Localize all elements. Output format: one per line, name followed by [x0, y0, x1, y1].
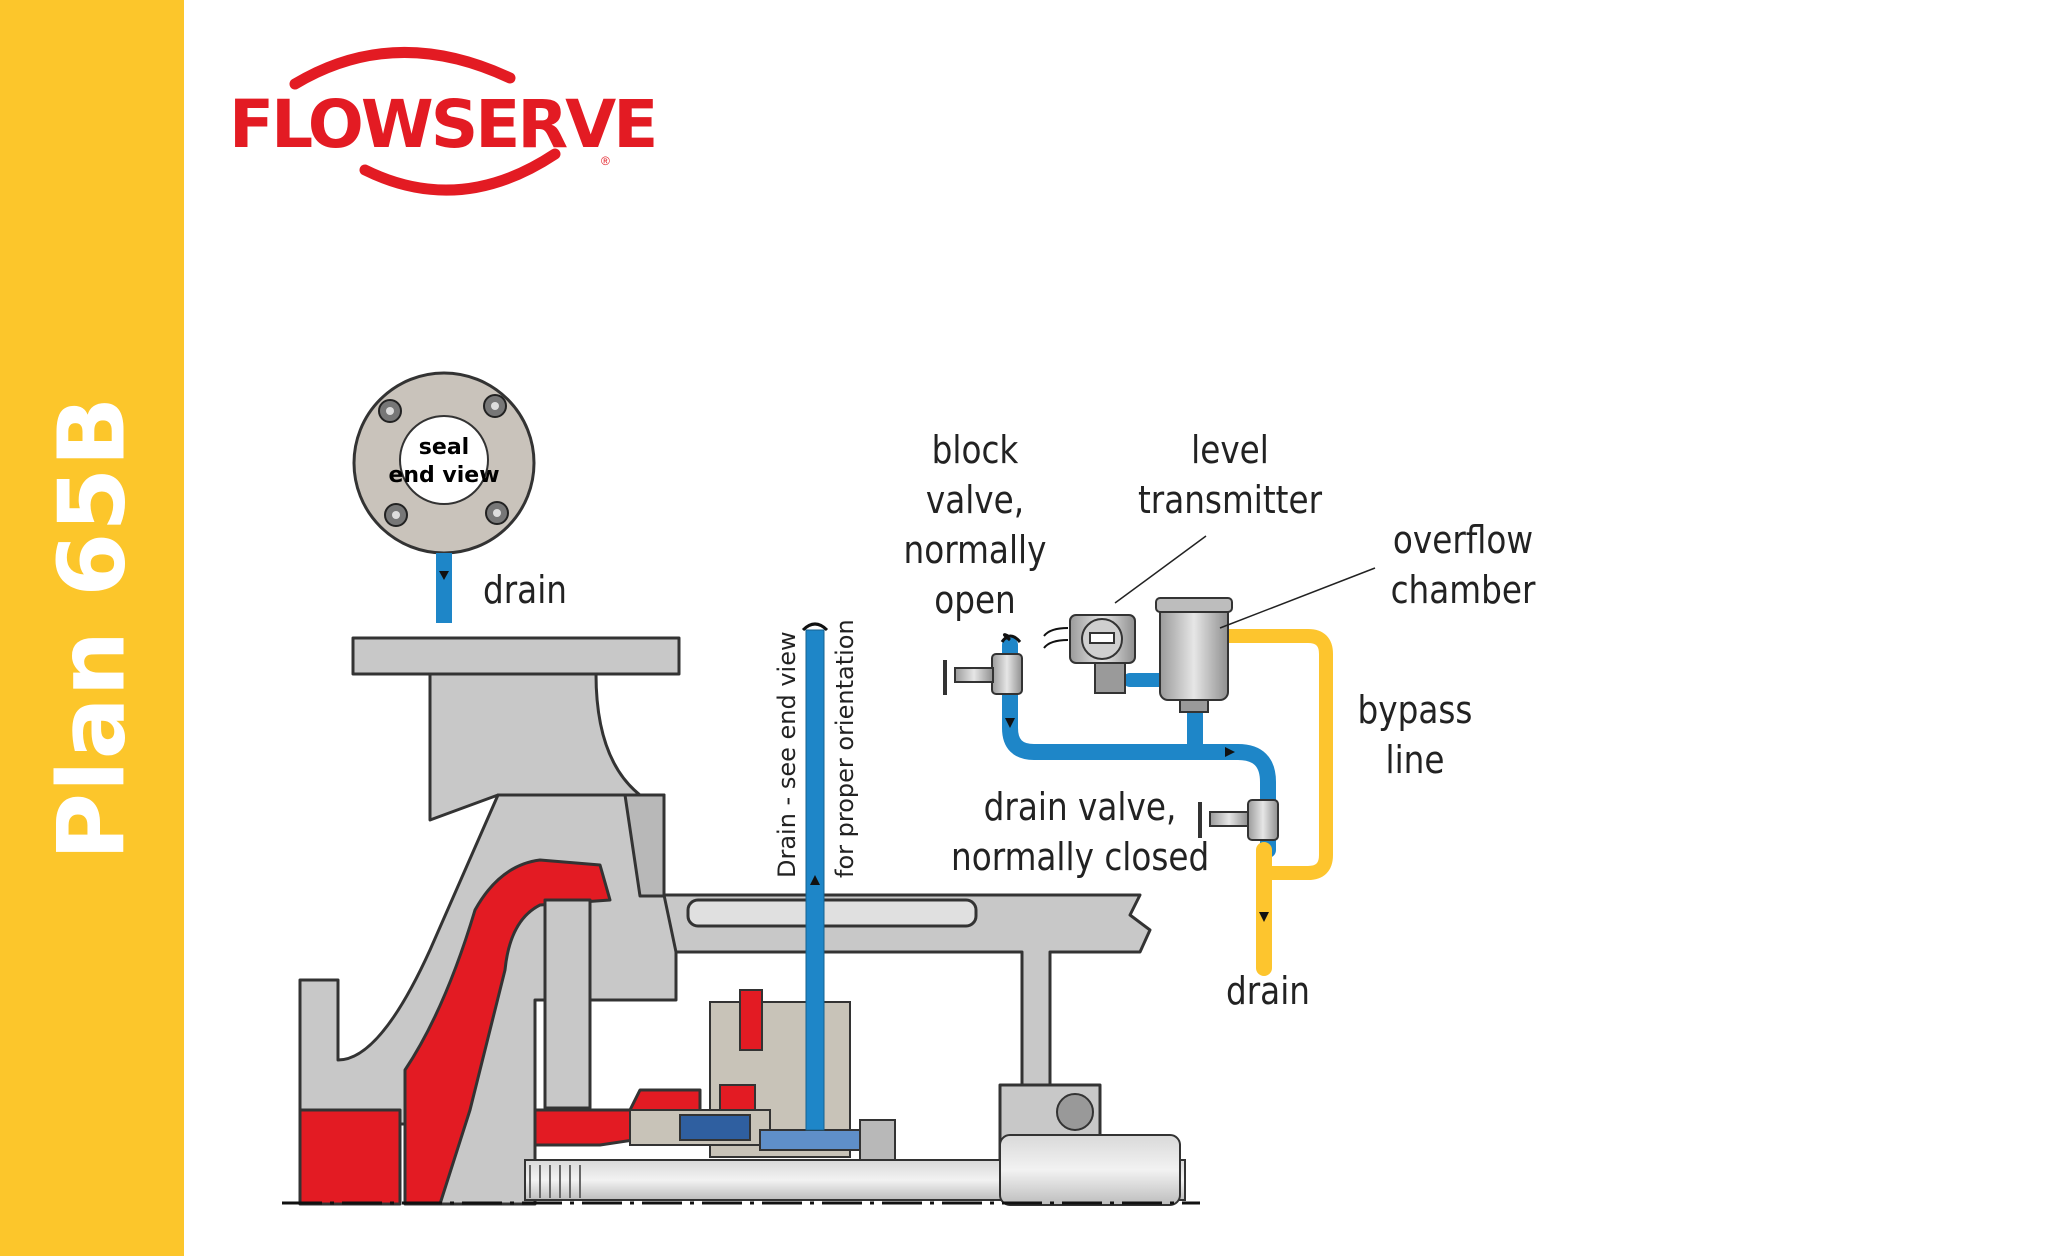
seal-gland: [629, 989, 896, 1161]
block-valve-label-2: valve,: [925, 478, 1025, 522]
overflow-chamber-label: overflow chamber: [1378, 515, 1548, 615]
drain-pipe-top: [436, 553, 452, 623]
drain-valve-label-1: drain valve,: [983, 785, 1177, 829]
block-valve-label-4: open: [934, 578, 1016, 622]
logo-text: FLOWSERVE: [229, 86, 658, 163]
block-valve: [943, 653, 1023, 695]
pipe-break-icon: [1000, 633, 1022, 644]
flow-arrow-icon: [439, 571, 449, 580]
sidebar-band: Plan 65B: [0, 0, 184, 1256]
logo-swoosh-icon: [289, 47, 561, 196]
level-transmitter: [1043, 614, 1136, 694]
drain-top-label: drain: [483, 568, 567, 612]
seal-end-view-label-2: end view: [388, 463, 499, 488]
flowserve-logo: FLOWSERVE ®: [225, 42, 658, 202]
block-valve-label-1: block: [931, 428, 1019, 472]
overflow-chamber-label-1: overflow: [1392, 518, 1534, 562]
block-valve-label: block valve, normally open: [890, 425, 1060, 625]
level-transmitter-label-1: level: [1191, 428, 1269, 472]
block-valve-label-3: normally: [903, 528, 1047, 572]
drain-vertical-label-1: Drain - see end view: [773, 631, 801, 878]
flow-arrow-icon: [810, 875, 820, 885]
bypass-line-label-2: line: [1385, 738, 1445, 782]
bypass-line-label-1: bypass: [1357, 688, 1473, 732]
drain-valve-label-2: normally closed: [951, 835, 1210, 879]
overflow-chamber-label-2: chamber: [1390, 568, 1536, 612]
level-transmitter-label: level transmitter: [1120, 425, 1340, 525]
leader-lines: [1114, 535, 1376, 629]
bypass-line-label: bypass line: [1345, 685, 1485, 785]
level-transmitter-label-2: transmitter: [1137, 478, 1323, 522]
drain-vertical-label-2: for proper orientation: [831, 619, 859, 878]
drain-valve-label: drain valve, normally closed: [930, 782, 1230, 882]
flow-arrow-icon: [1225, 747, 1235, 757]
registered-mark: ®: [601, 154, 610, 168]
overflow-chamber: [1155, 597, 1233, 713]
pump-casing: [298, 636, 702, 1206]
drain-bottom-label: drain: [1226, 969, 1310, 1013]
pipe-break-icon: [801, 622, 829, 632]
flow-arrow-icon: [1259, 912, 1269, 922]
flow-arrow-icon: [1005, 718, 1015, 728]
seal-end-view-label-1: seal: [419, 435, 469, 460]
drain-valve: [1198, 799, 1279, 841]
pump-shaft: [282, 1093, 1200, 1206]
